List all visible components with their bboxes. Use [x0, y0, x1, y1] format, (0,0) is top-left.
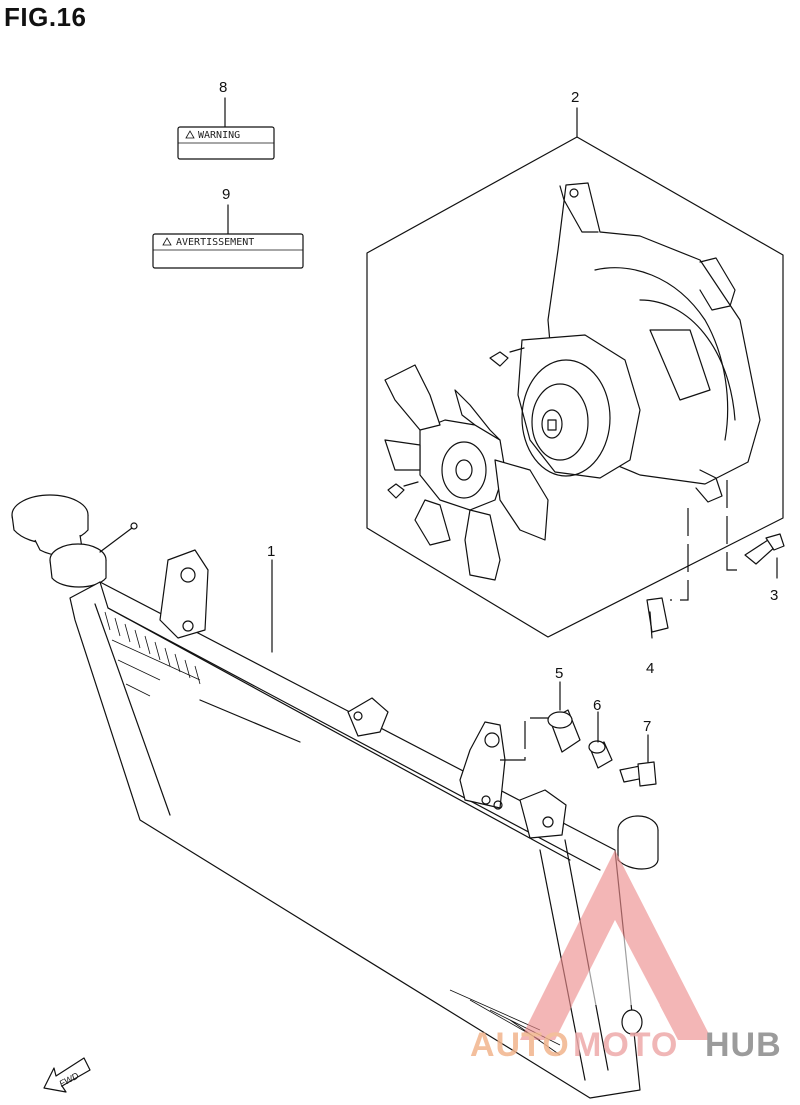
callout-4: 4 [646, 660, 654, 677]
callout-3: 3 [770, 587, 778, 604]
callout-2: 2 [571, 89, 579, 106]
avertissement-label-sticker: AVERTISSEMENT [152, 204, 304, 269]
watermark-moto: MOTO [573, 1026, 678, 1064]
radiator-mount-right [459, 721, 567, 839]
figure-title: FIG.16 [4, 2, 87, 32]
outlet-pipe [617, 815, 659, 870]
callout-5: 5 [555, 665, 563, 682]
collar-6 [588, 711, 613, 769]
bolt-3 [726, 480, 785, 571]
fwd-arrow-icon: FWD [43, 1057, 91, 1093]
radiator-mount-center [347, 697, 389, 737]
watermark-hub: HUB [705, 1026, 782, 1064]
grommet-4 [646, 508, 689, 633]
fan-motor [489, 334, 641, 479]
callout-6: 6 [593, 697, 601, 714]
automotohub-watermark: AUTO MOTO HUB [470, 850, 782, 1064]
warning-label-text: WARNING [198, 130, 240, 141]
callout-8: 8 [219, 79, 227, 96]
bolt-7 [619, 734, 657, 787]
callout-9: 9 [222, 186, 230, 203]
filler-neck [49, 522, 138, 588]
watermark-auto: AUTO [470, 1026, 570, 1064]
radiator-core [69, 581, 643, 1099]
avertissement-label-text: AVERTISSEMENT [176, 237, 254, 248]
fan-blade [384, 364, 549, 581]
fan-assembly-frame [366, 107, 784, 638]
cushion-5 [500, 681, 581, 761]
callout-7: 7 [643, 718, 651, 735]
warning-label-sticker: WARNING [177, 97, 275, 160]
callout-1: 1 [267, 543, 275, 560]
radiator-mount-left [159, 549, 209, 639]
